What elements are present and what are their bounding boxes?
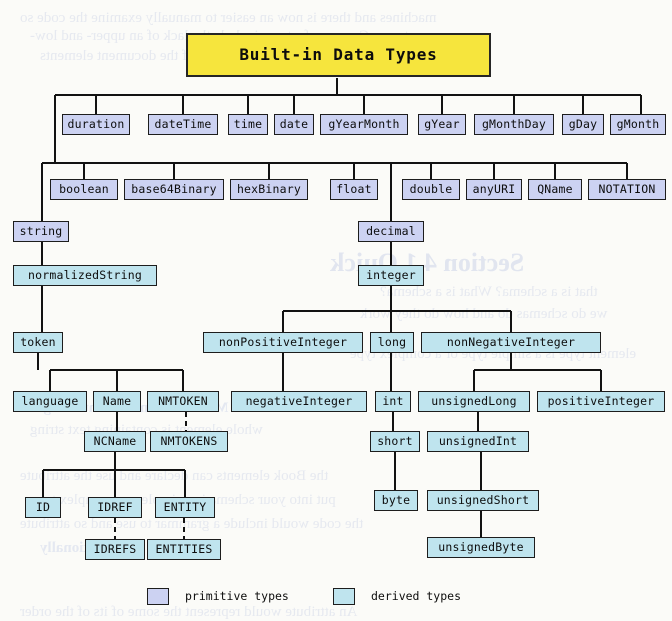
node-normalizedString[interactable]: normalizedString bbox=[13, 265, 157, 286]
node-long[interactable]: long bbox=[370, 332, 414, 353]
node-hexBinary[interactable]: hexBinary bbox=[230, 179, 308, 200]
node-int[interactable]: int bbox=[375, 391, 411, 412]
node-language[interactable]: language bbox=[13, 391, 87, 412]
bleed-text: the code would include a grammar to use … bbox=[20, 516, 364, 532]
node-nonPositiveInteger[interactable]: nonPositiveInteger bbox=[203, 332, 363, 353]
node-Name[interactable]: Name bbox=[93, 391, 141, 412]
node-unsignedLong[interactable]: unsignedLong bbox=[418, 391, 530, 412]
node-anyURI[interactable]: anyURI bbox=[466, 179, 522, 200]
bleed-text: An attribute would represent the some of… bbox=[20, 604, 358, 620]
bleed-text: that is a schema? What is a schema? bbox=[380, 284, 598, 300]
node-time[interactable]: time bbox=[228, 114, 268, 135]
node-date[interactable]: date bbox=[274, 114, 314, 135]
node-unsignedShort[interactable]: unsignedShort bbox=[427, 490, 539, 511]
bleed-text: we do schemas do and how do they work bbox=[360, 306, 608, 322]
node-duration[interactable]: duration bbox=[62, 114, 130, 135]
node-base64Binary[interactable]: base64Binary bbox=[124, 179, 224, 200]
node-unsignedInt[interactable]: unsignedInt bbox=[427, 431, 529, 452]
node-ENTITIES[interactable]: ENTITIES bbox=[147, 539, 221, 560]
node-gMonth[interactable]: gMonth bbox=[610, 114, 666, 135]
node-dateTime[interactable]: dateTime bbox=[148, 114, 218, 135]
legend-label-derived: derived types bbox=[371, 589, 462, 603]
node-boolean[interactable]: boolean bbox=[50, 179, 118, 200]
node-gDay[interactable]: gDay bbox=[562, 114, 604, 135]
node-gYear[interactable]: gYear bbox=[418, 114, 466, 135]
node-root-built-in-data-types[interactable]: Built-in Data Types bbox=[186, 33, 491, 77]
node-ENTITY[interactable]: ENTITY bbox=[155, 497, 215, 518]
node-gMonthDay[interactable]: gMonthDay bbox=[474, 114, 554, 135]
legend-label-primitive: primitive types bbox=[185, 589, 289, 603]
node-gYearMonth[interactable]: gYearMonth bbox=[320, 114, 408, 135]
node-float[interactable]: float bbox=[330, 179, 378, 200]
node-NOTATION[interactable]: NOTATION bbox=[588, 179, 666, 200]
legend-swatch-derived bbox=[333, 588, 355, 605]
node-string[interactable]: string bbox=[13, 221, 69, 242]
node-QName[interactable]: QName bbox=[528, 179, 582, 200]
node-IDREF[interactable]: IDREF bbox=[88, 497, 142, 518]
node-double[interactable]: double bbox=[402, 179, 460, 200]
node-integer[interactable]: integer bbox=[358, 265, 424, 286]
node-positiveInteger[interactable]: positiveInteger bbox=[537, 391, 665, 412]
node-NMTOKEN[interactable]: NMTOKEN bbox=[147, 391, 219, 412]
bleed-text: the Book elements can declare and use th… bbox=[20, 468, 329, 484]
node-negativeInteger[interactable]: negativeInteger bbox=[231, 391, 367, 412]
legend-swatch-primitive bbox=[147, 588, 169, 605]
node-unsignedByte[interactable]: unsignedByte bbox=[427, 537, 535, 558]
node-NMTOKENS[interactable]: NMTOKENS bbox=[150, 431, 228, 452]
node-ID[interactable]: ID bbox=[25, 497, 61, 518]
node-decimal[interactable]: decimal bbox=[358, 221, 424, 242]
node-NCName[interactable]: NCName bbox=[84, 431, 146, 452]
node-short[interactable]: short bbox=[370, 431, 420, 452]
bleed-text: machines and there is now an easier to m… bbox=[20, 10, 437, 26]
node-byte[interactable]: byte bbox=[374, 490, 418, 511]
node-nonNegativeInteger[interactable]: nonNegativeInteger bbox=[421, 332, 601, 353]
node-IDREFS[interactable]: IDREFS bbox=[85, 539, 145, 560]
node-token[interactable]: token bbox=[13, 332, 63, 353]
